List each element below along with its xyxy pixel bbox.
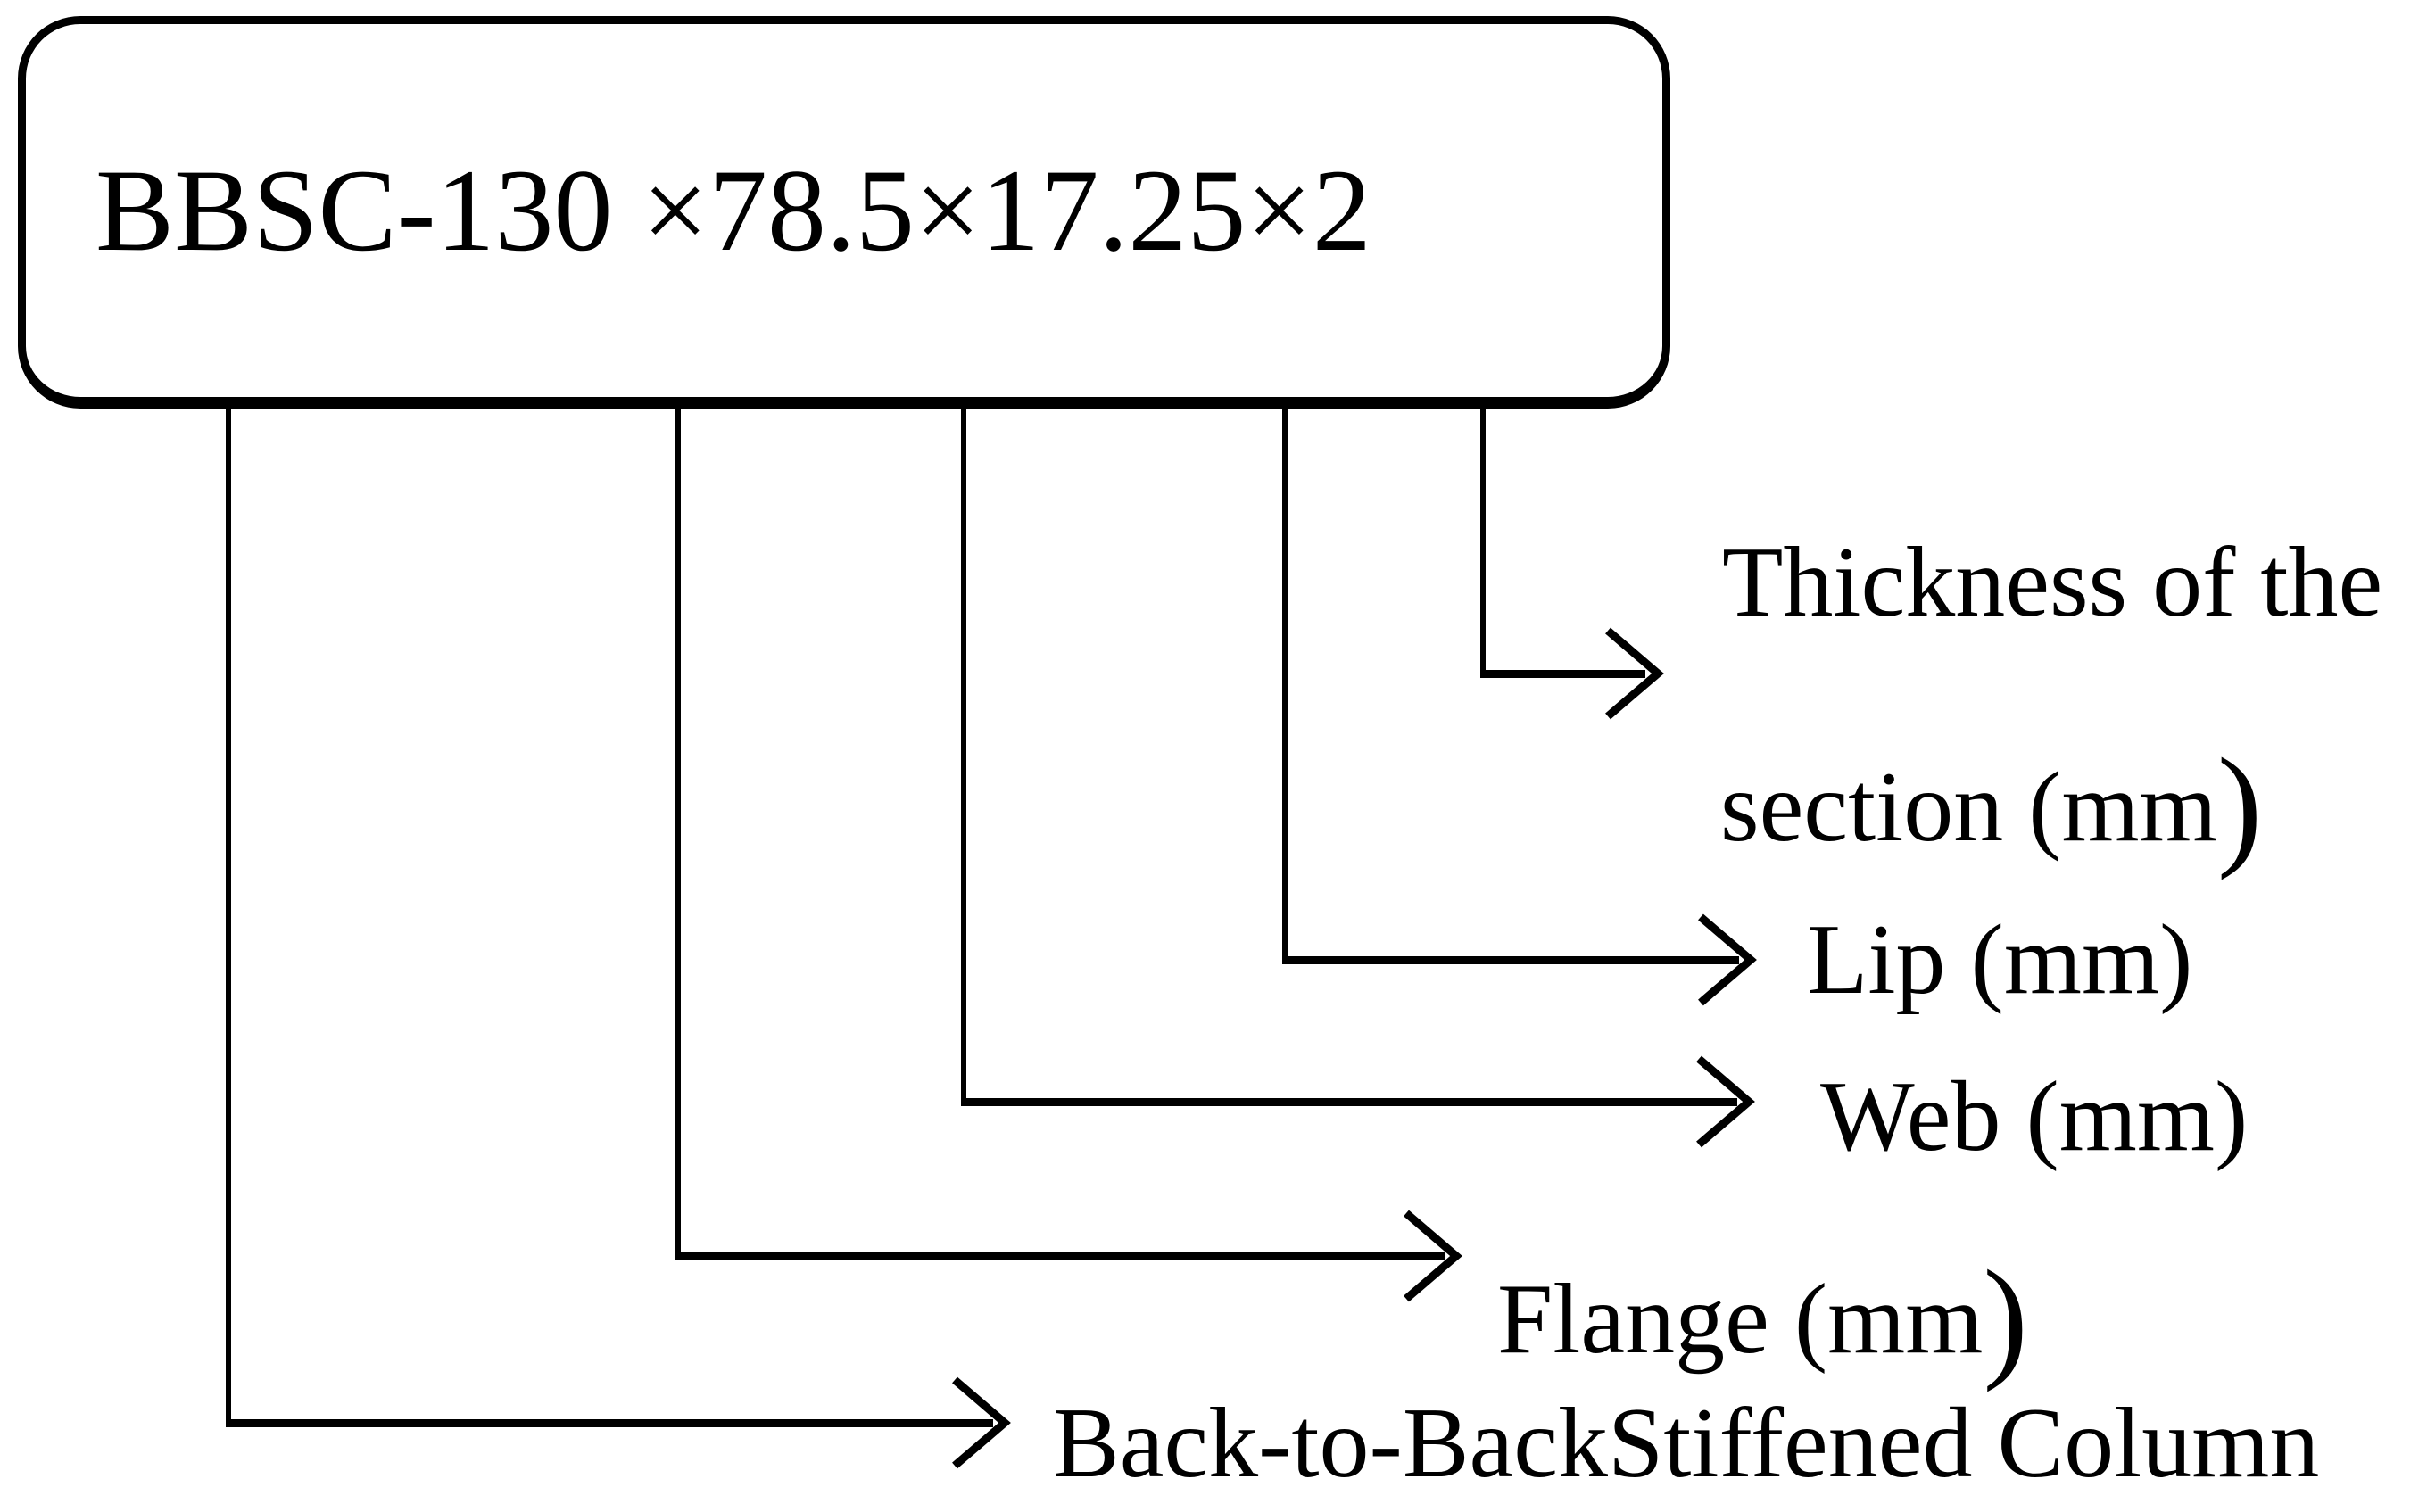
connector-web-vline	[961, 401, 966, 1106]
label-flange-paren: )	[1983, 1243, 2028, 1393]
label-lip: Lip (mm)	[1807, 905, 2193, 1015]
section-designation-text: BBSC-130 ×78.5×17.25×2	[95, 145, 1371, 276]
connector-back-to-back-vline	[226, 401, 231, 1427]
label-thickness-line2-text: section (mm	[1720, 752, 2217, 863]
connector-back-to-back-hline	[226, 1419, 993, 1427]
label-thickness-line1: Thickness of the	[1722, 527, 2383, 638]
label-web: Web (mm)	[1820, 1062, 2249, 1172]
arrowhead-web-icon	[1696, 1055, 1755, 1148]
connector-flange-hline	[675, 1252, 1445, 1260]
arrowhead-lip-icon	[1698, 913, 1757, 1006]
label-flange: Flange (mm)	[1497, 1250, 2028, 1385]
label-back-to-back: Back-to-BackStiffened Column	[1053, 1388, 2320, 1499]
arrowhead-flange-icon	[1404, 1210, 1462, 1302]
arrowhead-thickness-icon	[1605, 627, 1664, 720]
label-thickness-line2: section (mm)	[1720, 738, 2262, 873]
connector-thickness-hline	[1480, 670, 1645, 678]
label-thickness-line2-paren: )	[2216, 731, 2263, 881]
arrowhead-back-to-back-icon	[952, 1376, 1011, 1469]
nomenclature-box: BBSC-130 ×78.5×17.25×2	[18, 16, 1670, 409]
label-flange-text: Flange (mm	[1497, 1264, 1984, 1375]
connector-thickness-vline	[1480, 401, 1486, 678]
connector-web-hline	[961, 1098, 1737, 1106]
connector-lip-hline	[1282, 956, 1739, 964]
connector-lip-vline	[1282, 401, 1288, 964]
connector-flange-vline	[675, 401, 681, 1260]
